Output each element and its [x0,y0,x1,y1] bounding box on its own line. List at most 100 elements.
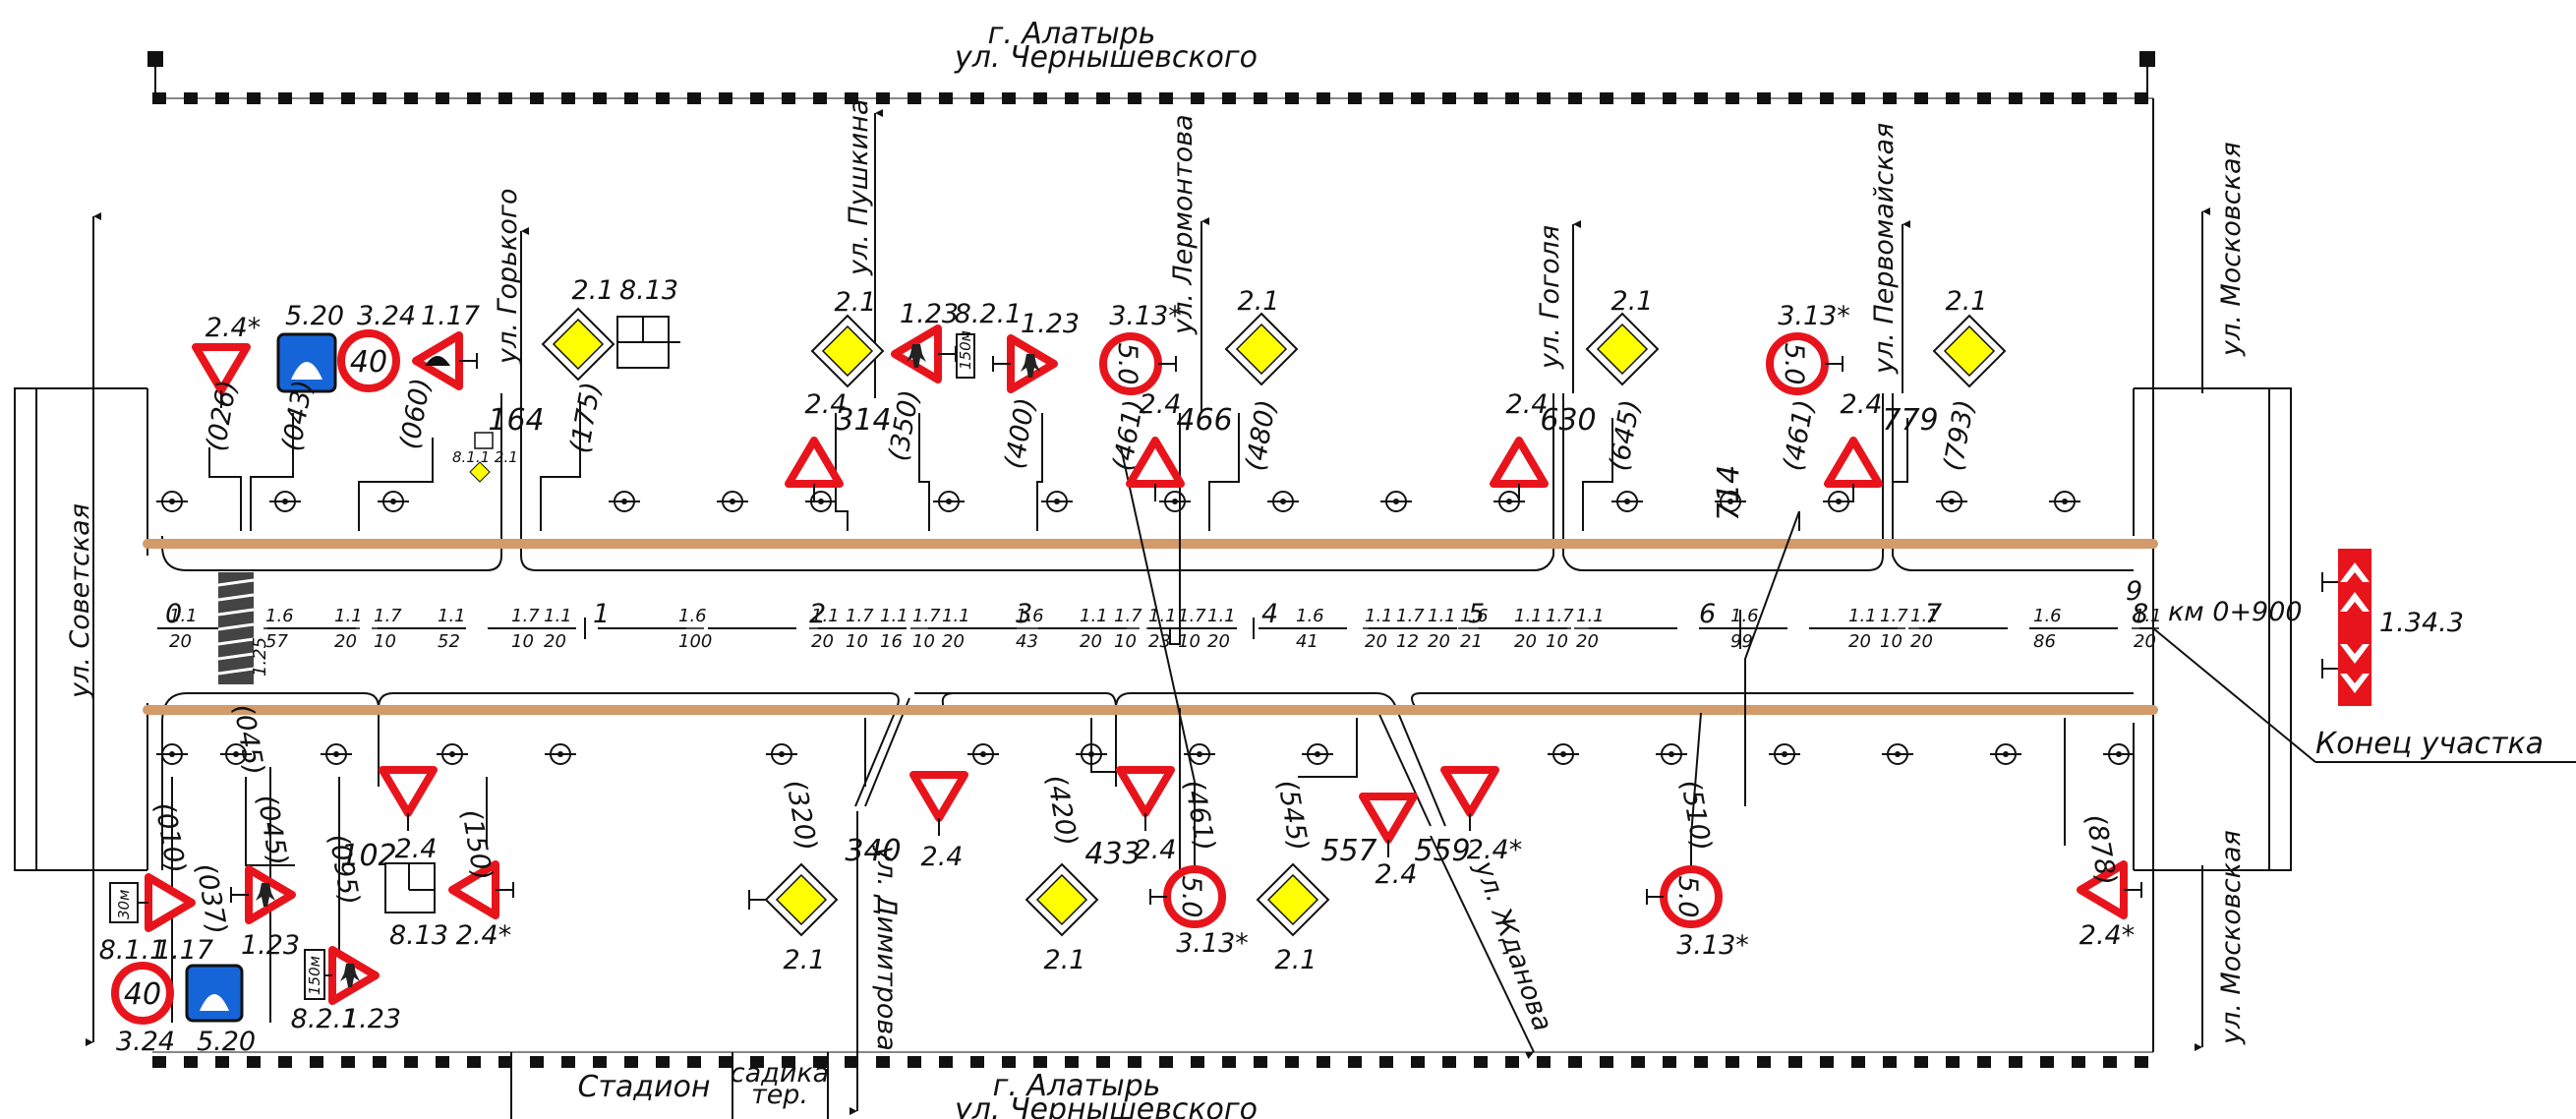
svg-text:30м: 30м [115,890,133,919]
sign-1-23-045: 1.23 (045) (045) [227,702,300,961]
svg-text:(645): (645) [1604,397,1646,473]
sign-3-13-461-top: 5.0 3.13* (461) [1103,301,1182,473]
marking-type: 1.1 [811,606,840,626]
sign-3-24-40-top: 40 3.24 [341,301,416,388]
sign-8-13-102: 8.13 [384,862,448,951]
hundred-label: 2 [809,599,826,629]
marking-length: 52 [438,631,460,652]
hundred-label: 3 [1016,599,1032,629]
svg-text:2.1: 2.1 [1238,286,1280,317]
marking-type: 1.7 [1396,606,1425,626]
svg-text:(175): (175) [564,380,607,455]
marking-length: 41 [1296,631,1318,652]
marking-type: 1.1 [438,606,466,626]
marking-length: 20 [169,631,192,652]
hundred-label: 8 [2132,599,2148,629]
street-moskovskaya-top: ул. Московская [2216,142,2247,357]
distance-630: 630 [1540,403,1596,438]
sign-2-1-793: 2.1 (793) [1933,286,2006,473]
marking-length: 20 [1514,631,1537,652]
svg-text:5.0: 5.0 [1779,343,1809,385]
marking-length: 43 [1016,631,1038,652]
kindergarten-label-1: садика [731,1058,829,1089]
marking-length: 86 [2033,631,2056,652]
sign-2-4-102: 2.4 [382,770,437,864]
footer-city: г. Алатырь [993,1069,1161,1103]
svg-text:5.0: 5.0 [1672,876,1703,918]
svg-text:2.4: 2.4 [395,834,438,864]
marking-length: 10 [511,631,534,652]
marking-length: 20 [544,631,566,652]
street-moskovskaya-bottom: ул. Московская [2216,830,2247,1045]
svg-text:3.13*: 3.13* [1176,928,1249,959]
hundred-label: 4 [1261,599,1278,629]
marking-type: 1.7 [374,606,402,626]
sign-small-8-1-1: 8.1.1 2.1 [452,432,518,483]
svg-text:(320): (320) [780,778,822,854]
sign-2-4-878: 2.4* (878) [2079,812,2141,951]
sign-3-13-510-bottom: 5.0 3.13* (510) [1646,778,1749,961]
svg-text:1.23: 1.23 [342,1004,401,1034]
svg-text:2.4: 2.4 [1135,835,1177,865]
distance-779: 779 [1882,403,1938,438]
distance-340: 340 [845,834,901,868]
svg-text:8.2.1: 8.2.1 [955,299,1023,329]
svg-text:(150): (150) [455,807,498,883]
marking-type: 1.6 [2033,606,2062,626]
end-caption: Конец участка [2315,727,2544,761]
marking-type: 1.1 [1910,606,1939,626]
svg-text:(461): (461) [1778,397,1820,473]
sign-8-2-1-350: 150м 8.2.1 [955,299,1023,379]
header-city: г. Алатырь [988,17,1156,51]
road-markings: 1.1201.6571.1201.7101.1521.7101.1201.610… [167,606,2162,652]
end-sign-code: 1.34.3 [2379,608,2464,638]
svg-text:(510): (510) [1674,778,1717,854]
marking-type: 1.1 [942,606,970,626]
svg-text:2.4: 2.4 [1376,859,1418,890]
svg-text:2.1: 2.1 [1044,945,1086,975]
distance-714: 714 [1712,465,1746,521]
svg-text:2.4: 2.4 [921,842,964,872]
street-gorkogo: ул. Горького [493,188,523,365]
marking-type: 1.1 [1365,606,1393,626]
svg-text:2.1: 2.1 [1946,286,1988,317]
stadium-label: Стадион [577,1070,710,1104]
sign-2-1-480: 2.1 (480) [1225,286,1298,473]
marking-length: 100 [678,631,712,652]
svg-text:8.13: 8.13 [389,920,448,951]
sign-2-4-340: 2.4 [913,775,965,872]
marking-type: 1.1 [1207,606,1236,626]
sign-2-1-420: 2.1 (420) [1025,773,1098,975]
sign-1-23-400: 1.23 (400) [993,309,1080,471]
sign-2-4-557: 2.4 [1363,796,1417,890]
fence-bottom [152,1051,2153,1119]
marking-length: 20 [2134,631,2156,652]
marking-type: 1.1 [169,606,198,626]
svg-text:(400): (400) [999,395,1041,471]
svg-text:(545): (545) [1271,778,1314,854]
curb-lines [143,539,2158,715]
end-leader [2152,627,2576,763]
svg-text:8.1.1 2.1: 8.1.1 2.1 [452,448,518,466]
svg-text:(793): (793) [1938,397,1980,473]
street-pushkina: ул. Пушкина [844,99,874,276]
marking-length: 20 [1080,631,1102,652]
street-sovetskaya: ул. Советская [65,503,95,699]
svg-text:2.1: 2.1 [784,945,826,975]
svg-text:2.1: 2.1 [1275,945,1317,975]
crossing-label: 1.25 [250,637,270,677]
marking-type: 1.7 [1546,606,1574,626]
header-street: ул. Чернышевского [954,40,1258,75]
marking-type: 1.1 [1576,606,1605,626]
svg-text:(045): (045) [251,793,293,868]
marking-type: 1.7 [1178,606,1206,626]
marking-type: 1.1 [880,606,908,626]
sign-2-4-630: 2.4 [1493,389,1548,501]
marking-type: 1.1 [334,606,363,626]
end-of-section-sign: 1.34.3 [2321,549,2464,706]
svg-text:(037): (037) [190,861,232,937]
sign-2-4-559: 2.4* [1444,770,1522,865]
svg-text:3.13*: 3.13* [1109,301,1182,331]
marking-length: 20 [1428,631,1450,652]
sign-2-1-545: 2.1 (545) [1257,778,1329,975]
